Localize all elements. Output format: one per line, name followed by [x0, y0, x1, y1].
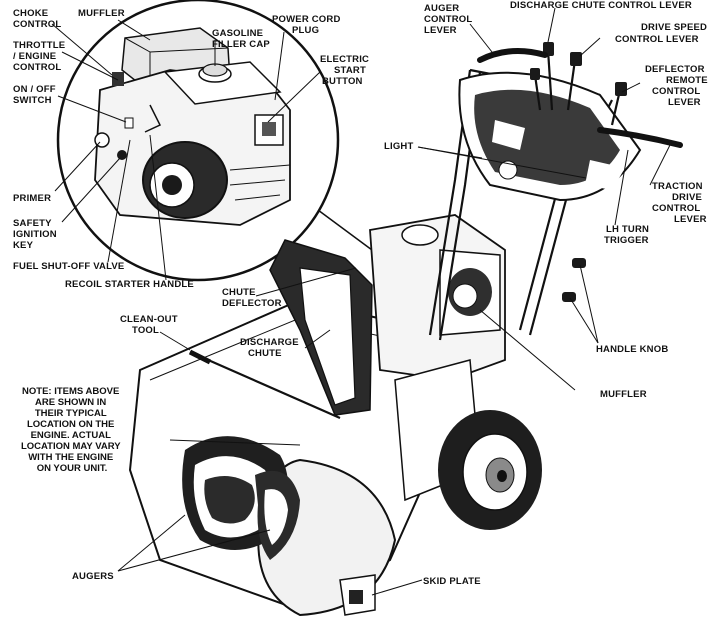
label-deflector-remote: DEFLECTOR REMOTE CONTROL LEVER — [645, 64, 711, 108]
engine-inset — [56, 0, 373, 282]
label-safety-ignition-key: SAFETY IGNITION KEY — [13, 218, 60, 251]
label-power-cord: POWER CORD PLUG — [272, 14, 343, 36]
label-recoil-starter: RECOIL STARTER HANDLE — [65, 279, 194, 290]
label-auger-lever: AUGER CONTROL LEVER — [424, 3, 475, 36]
label-on-off-switch: ON / OFF SWITCH — [13, 84, 59, 106]
label-drive-speed: DRIVE SPEED CONTROL LEVER — [615, 22, 710, 45]
label-discharge-lever: DISCHARGE CHUTE CONTROL LEVER — [510, 0, 692, 11]
label-primer: PRIMER — [13, 193, 51, 204]
label-muffler-top: MUFFLER — [78, 8, 125, 19]
callout-lines — [51, 7, 671, 596]
label-light: LIGHT — [384, 141, 414, 152]
label-chute-deflector: CHUTE DEFLECTOR — [222, 287, 282, 309]
label-discharge-chute: DISCHARGE CHUTE — [240, 337, 302, 359]
snowblower-machine — [128, 42, 683, 617]
label-gas-cap: GASOLINE FILLER CAP — [212, 28, 270, 50]
label-lh-turn-trigger: LH TURN TRIGGER — [604, 224, 652, 246]
label-clean-out-tool: CLEAN-OUT TOOL — [120, 314, 181, 336]
label-muffler-bottom: MUFFLER — [600, 389, 647, 400]
label-choke-control: CHOKE CONTROL — [13, 8, 61, 30]
label-throttle: THROTTLE / ENGINE CONTROL — [13, 40, 68, 73]
engine-location-note: NOTE: ITEMS ABOVE ARE SHOWN IN THEIR TYP… — [21, 386, 123, 474]
label-skid-plate: SKID PLATE — [423, 576, 481, 587]
label-traction-lever: TRACTION DRIVE CONTROL LEVER — [652, 181, 707, 225]
label-electric-start: ELECTRIC START BUTTON — [320, 54, 372, 87]
label-handle-knob: HANDLE KNOB — [596, 344, 668, 355]
labels: CHOKE CONTROL MUFFLER THROTTLE / ENGINE … — [13, 0, 711, 587]
label-augers: AUGERS — [72, 571, 114, 582]
augers-drawing — [169, 436, 301, 560]
label-fuel-shutoff: FUEL SHUT-OFF VALVE — [13, 261, 124, 272]
